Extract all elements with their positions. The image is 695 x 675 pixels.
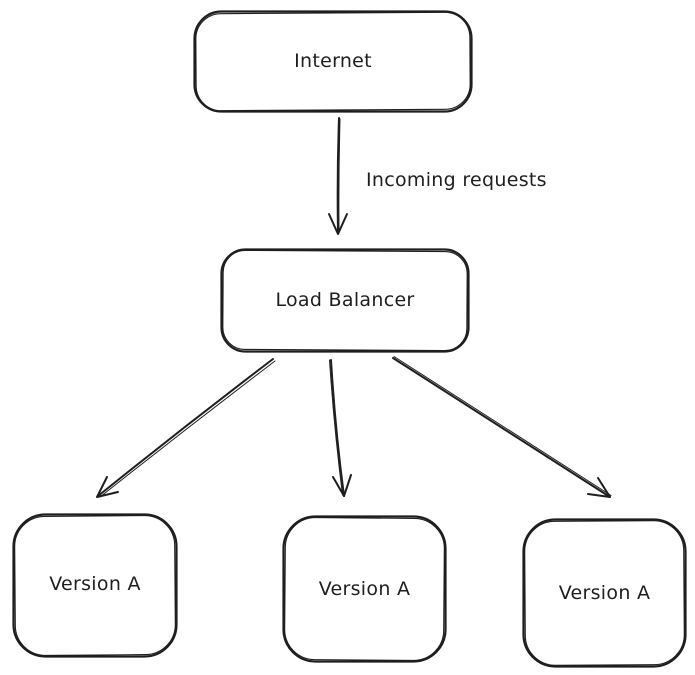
version-a-2-node-shape <box>282 515 447 663</box>
arrow-load-balancer-to-version-a-3 <box>392 356 612 498</box>
node-label-load-balancer: Load Balancer <box>275 289 415 311</box>
load-balancer-node-shape <box>220 248 470 353</box>
node-label-internet: Internet <box>294 50 372 72</box>
version-a-3-node-shape <box>522 518 687 668</box>
arrow-internet-to-load-balancer <box>328 117 348 235</box>
internet-node-shape <box>193 10 473 113</box>
version-a-1-node-shape <box>12 513 178 658</box>
node-label-version-a-1: Version A <box>49 573 141 595</box>
node-label-version-a-3: Version A <box>558 582 651 604</box>
arrow-load-balancer-to-version-a-1 <box>96 358 276 498</box>
edge-label-incoming-requests: Incoming requests <box>366 169 547 191</box>
node-label-version-a-2: Version A <box>318 578 411 600</box>
arrow-load-balancer-to-version-a-2 <box>329 359 352 497</box>
